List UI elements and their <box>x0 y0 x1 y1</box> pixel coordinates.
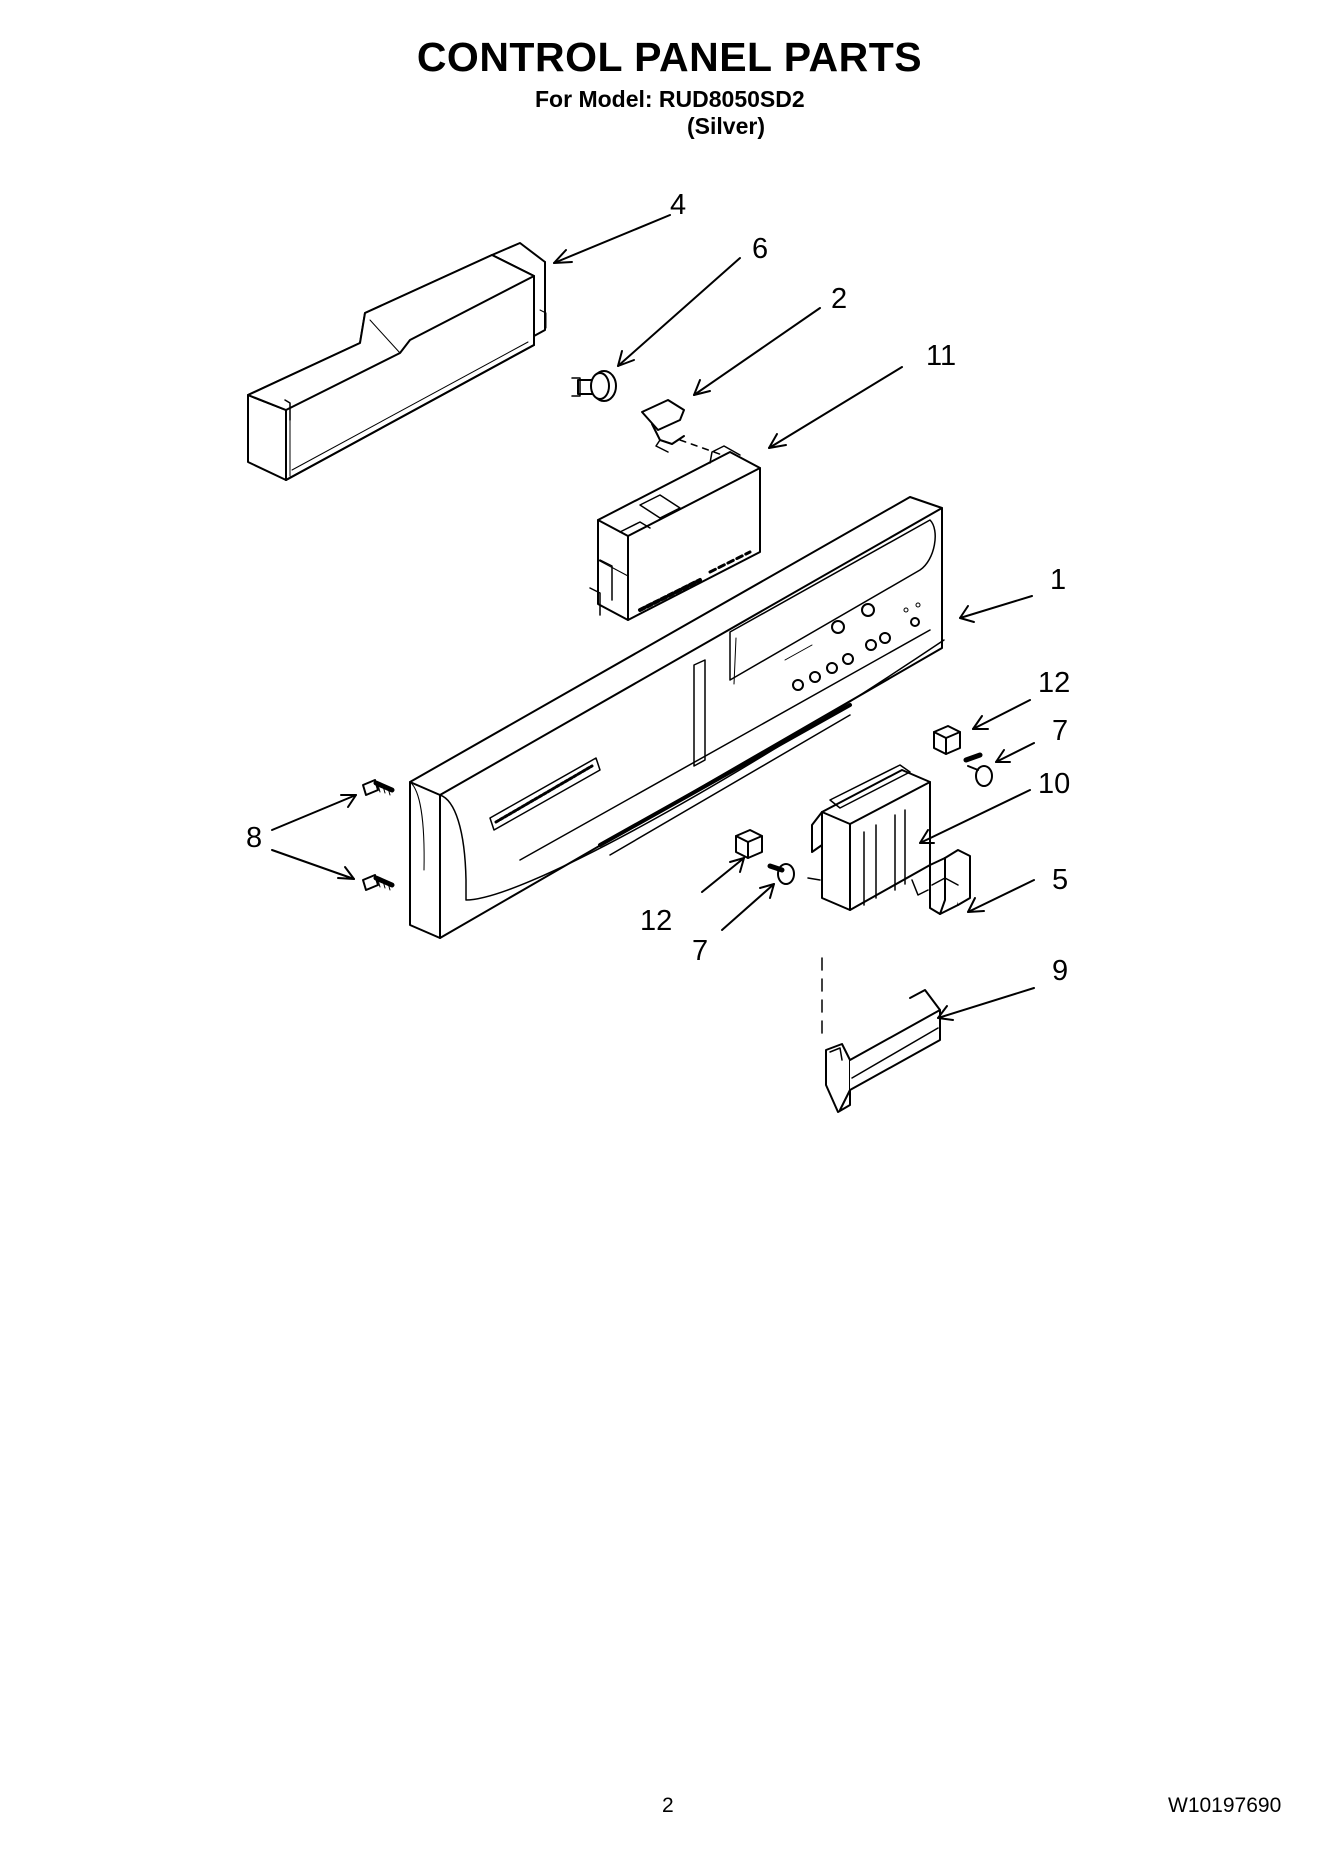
part-10-bracket <box>807 764 931 911</box>
part-1-control-panel <box>409 496 945 939</box>
document-number: W10197690 <box>1168 1794 1282 1817</box>
callout-label-12-lower: 12 <box>640 905 672 937</box>
part-12-clip-upper <box>933 725 961 755</box>
part-4-cover <box>247 242 547 481</box>
dashed-connector-2-11 <box>679 439 729 458</box>
callout-label-1: 1 <box>1050 564 1066 596</box>
callout-label-8: 8 <box>246 822 262 854</box>
page-title: CONTROL PANEL PARTS <box>416 34 923 80</box>
callout-label-10: 10 <box>1038 768 1070 800</box>
callout-label-12-upper: 12 <box>1038 667 1070 699</box>
part-12-clip-lower <box>735 829 763 859</box>
page-number: 2 <box>662 1794 674 1817</box>
part-11-control-board <box>589 445 761 621</box>
callout-label-11: 11 <box>926 340 956 372</box>
part-2-clip <box>641 399 685 453</box>
callout-label-7-upper: 7 <box>1052 715 1068 747</box>
callout-label-7-lower: 7 <box>692 935 708 967</box>
callout-label-5: 5 <box>1052 864 1068 896</box>
callout-leaders <box>271 214 1035 1021</box>
model-line: For Model: RUD8050SD2 <box>535 86 805 112</box>
part-7-screw-upper <box>963 752 993 787</box>
part-9-channel <box>825 989 941 1113</box>
callout-label-4: 4 <box>670 189 686 221</box>
part-5-holder <box>929 849 971 915</box>
part-8-screw-bottom <box>362 874 395 891</box>
callout-label-6: 6 <box>752 233 768 265</box>
callout-label-2: 2 <box>831 283 847 315</box>
callout-label-9: 9 <box>1052 955 1068 987</box>
part-7-screw-lower <box>767 863 795 885</box>
model-variant: (Silver) <box>687 113 765 139</box>
part-8-screw-top <box>362 779 395 796</box>
part-6-switch <box>571 370 617 402</box>
